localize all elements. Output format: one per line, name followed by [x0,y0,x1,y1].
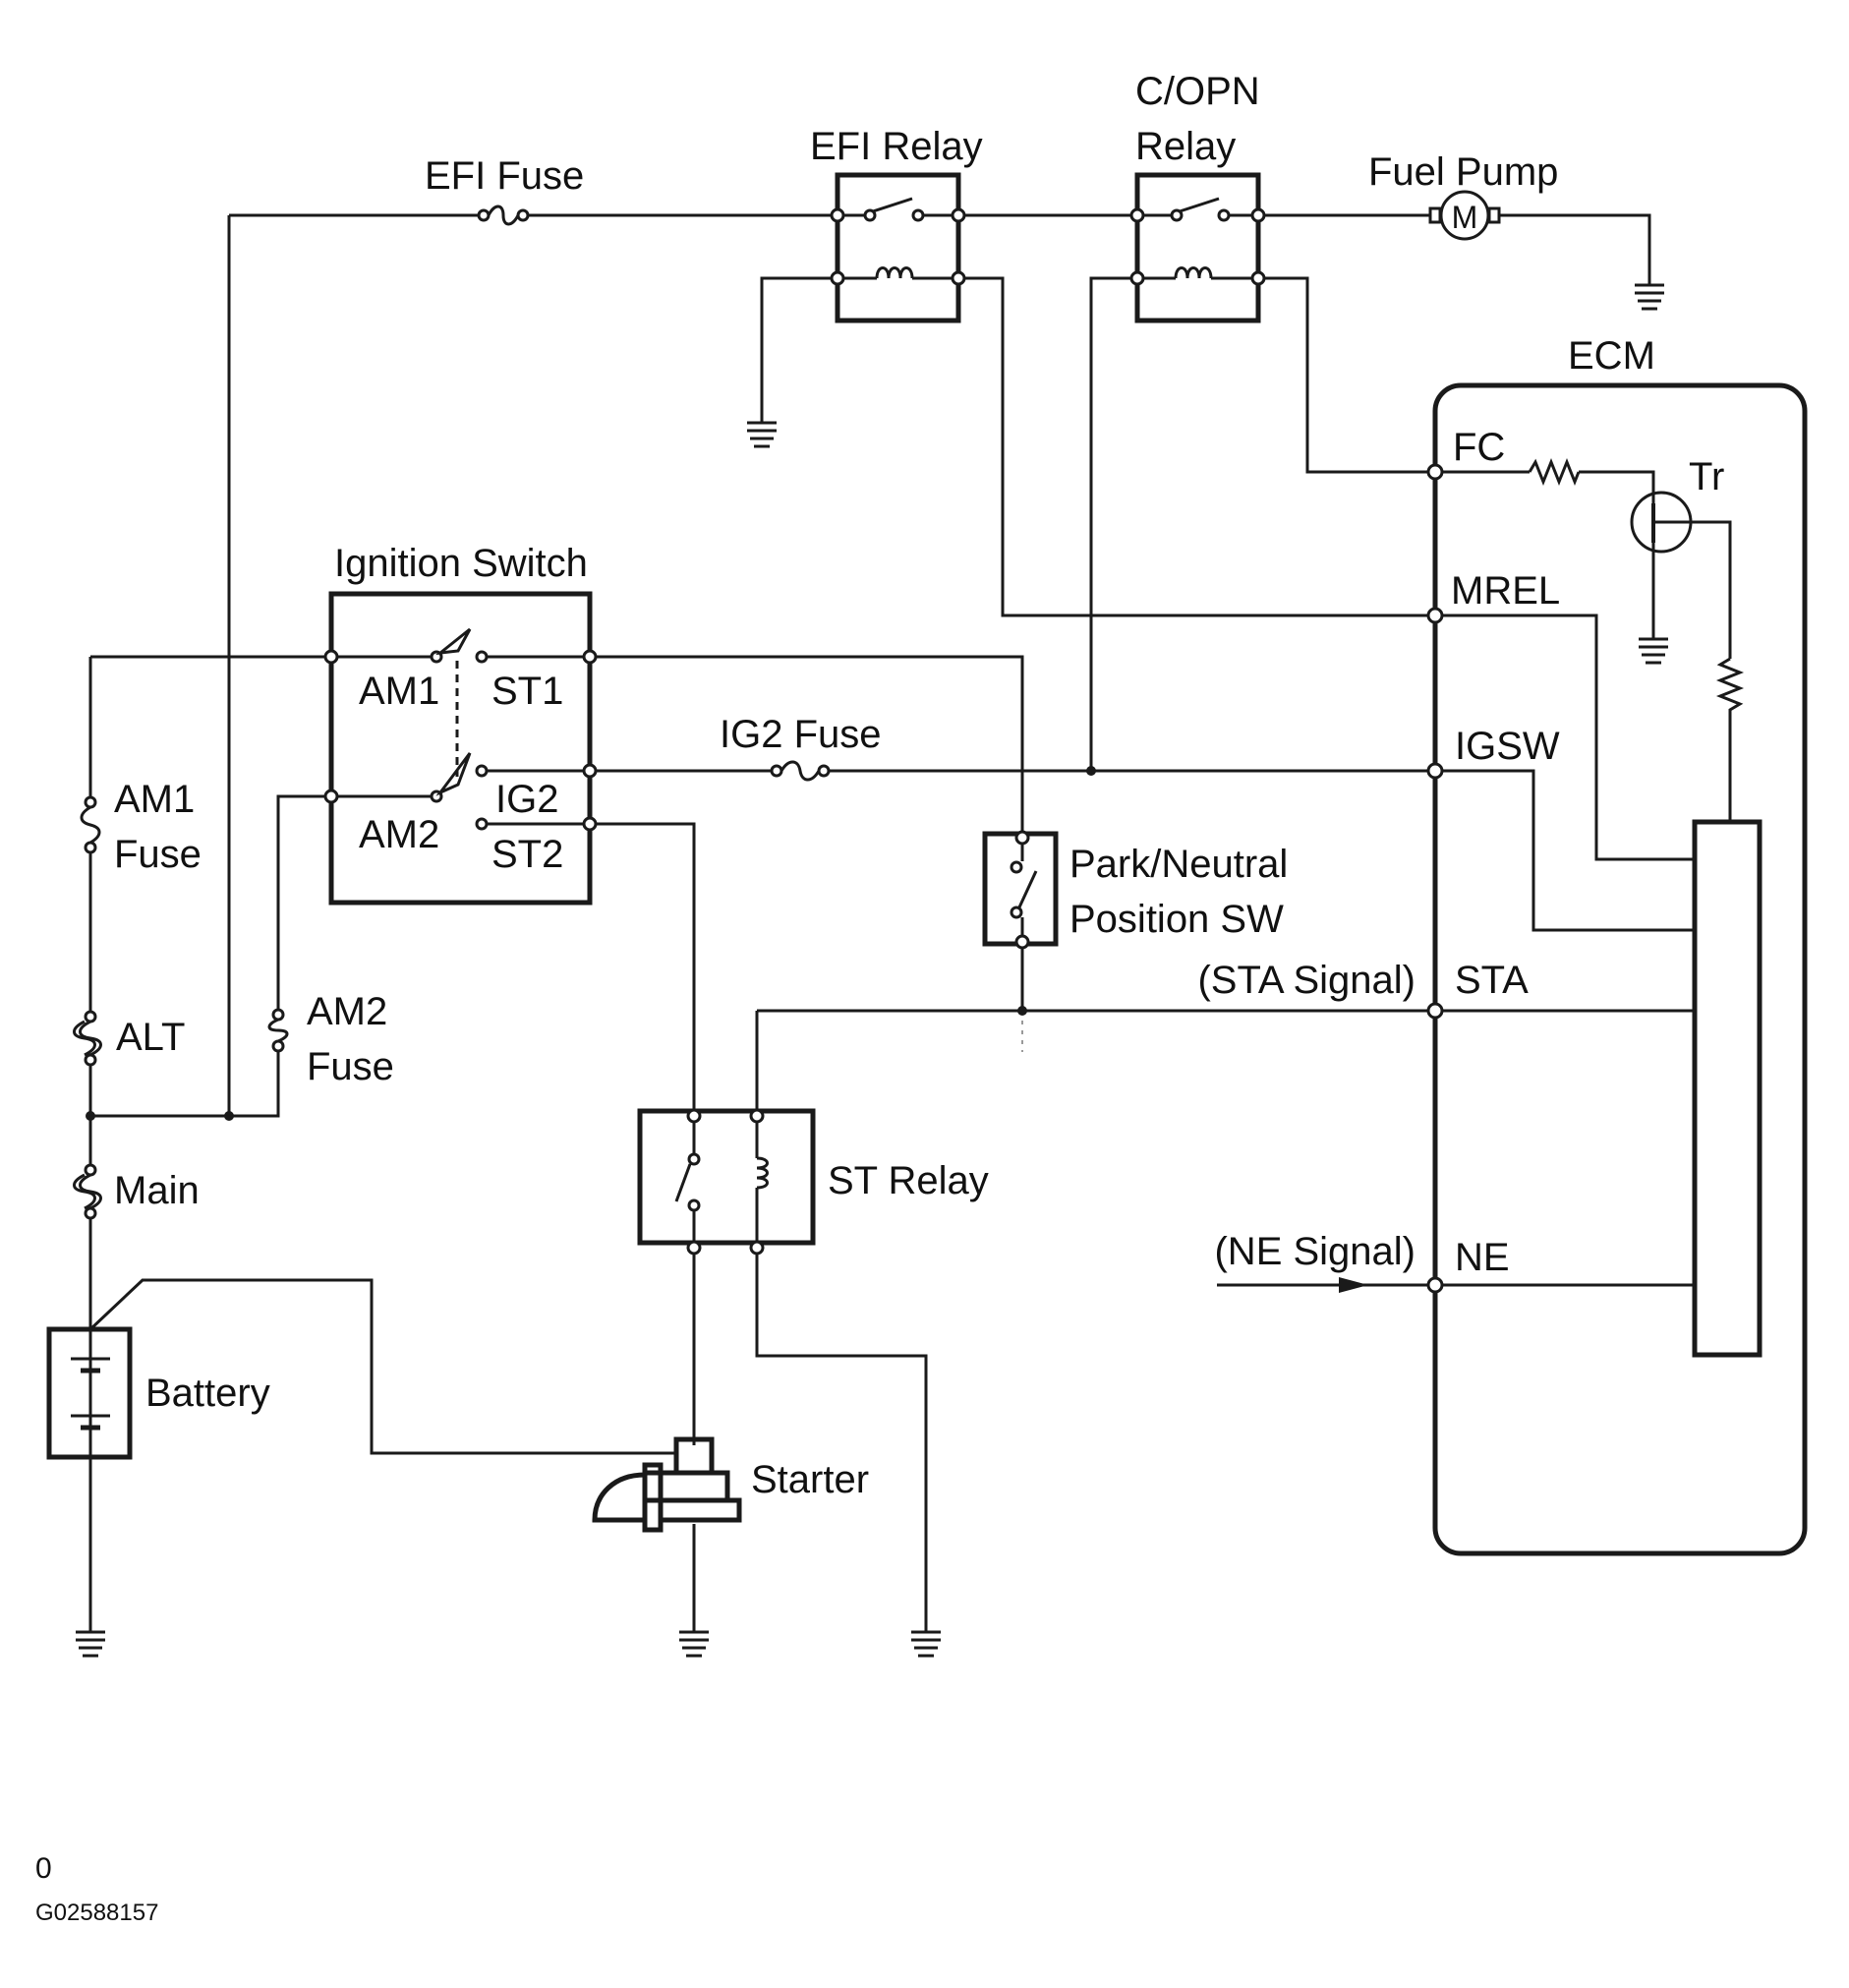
park-neutral-label-line1: Park/Neutral [1069,843,1288,886]
page-mark: 0 [35,1852,52,1885]
ground-symbol-efi-relay [747,421,777,448]
ignition-switch-symbol [323,591,598,906]
tr-label: Tr [1689,455,1724,498]
ig2-fuse-symbol [770,760,831,782]
st1-terminal-label: ST1 [491,670,563,713]
figure-id: G02588157 [35,1900,158,1926]
sta-terminal-label: STA [1455,959,1529,1002]
st2-terminal-label: ST2 [491,833,563,876]
ne-terminal-label: NE [1455,1236,1510,1279]
fc-terminal-label: FC [1453,426,1505,469]
am2-fuse-label-line2: Fuse [307,1045,394,1088]
am1-fuse-label-line2: Fuse [114,833,202,876]
am2-fuse-label-line1: AM2 [307,990,387,1033]
ecm-symbol [1432,382,1808,1556]
efi-fuse-symbol [477,205,530,226]
ig2-terminal-label: IG2 [495,778,558,821]
efi-relay-label: EFI Relay [810,125,983,168]
sta-signal-label: (STA Signal) [1197,959,1416,1002]
mrel-terminal-label: MREL [1451,569,1560,613]
ground-symbol-st-relay [911,1630,941,1658]
ground-symbol-starter [679,1630,709,1658]
park-neutral-switch-symbol [982,830,1059,950]
alt-label: ALT [116,1016,185,1059]
efi-relay-symbol [830,172,966,323]
copn-relay-label-line1: C/OPN [1135,70,1260,113]
wires [88,213,1732,1632]
ecm-label: ECM [1568,334,1655,378]
copn-relay-label-line2: Relay [1135,125,1236,168]
fuel-pump-label: Fuel Pump [1368,150,1558,194]
starter-symbol [592,1436,742,1533]
efi-fuse-label: EFI Fuse [425,154,584,198]
ground-symbol-transistor [1639,637,1668,665]
motor-m-label: M [1452,200,1478,235]
copn-relay-symbol [1129,172,1266,323]
park-neutral-label-line2: Position SW [1069,898,1284,941]
battery-label: Battery [145,1372,270,1415]
ground-symbol-fuel-pump [1635,283,1664,311]
ig2-fuse-label: IG2 Fuse [720,713,882,756]
am1-terminal-label: AM1 [359,670,439,713]
igsw-terminal-label: IGSW [1455,725,1560,768]
footer: 0 G02588157 [35,1852,158,1926]
junction-dots [86,463,1444,1294]
am2-fuse-symbol [267,1008,289,1053]
st-relay-symbol [637,1108,816,1256]
ignition-switch-label: Ignition Switch [334,542,588,585]
st-relay-label: ST Relay [828,1159,989,1202]
alt-fusible-link-symbol [73,1010,102,1067]
ne-signal-label: (NE Signal) [1214,1230,1416,1273]
am2-terminal-label: AM2 [359,813,439,856]
battery-symbol [46,1326,133,1460]
ground-symbol-battery [76,1630,105,1658]
starter-label: Starter [751,1458,869,1501]
main-label: Main [114,1169,200,1212]
fuel-pump-motor-symbol: M [1428,190,1501,241]
am1-fuse-label-line1: AM1 [114,778,195,821]
main-fusible-link-symbol [73,1163,102,1220]
labels: EFI Fuse EFI Relay C/OPN Relay Fuel Pump… [114,70,1724,1501]
am1-fuse-symbol [80,795,101,854]
